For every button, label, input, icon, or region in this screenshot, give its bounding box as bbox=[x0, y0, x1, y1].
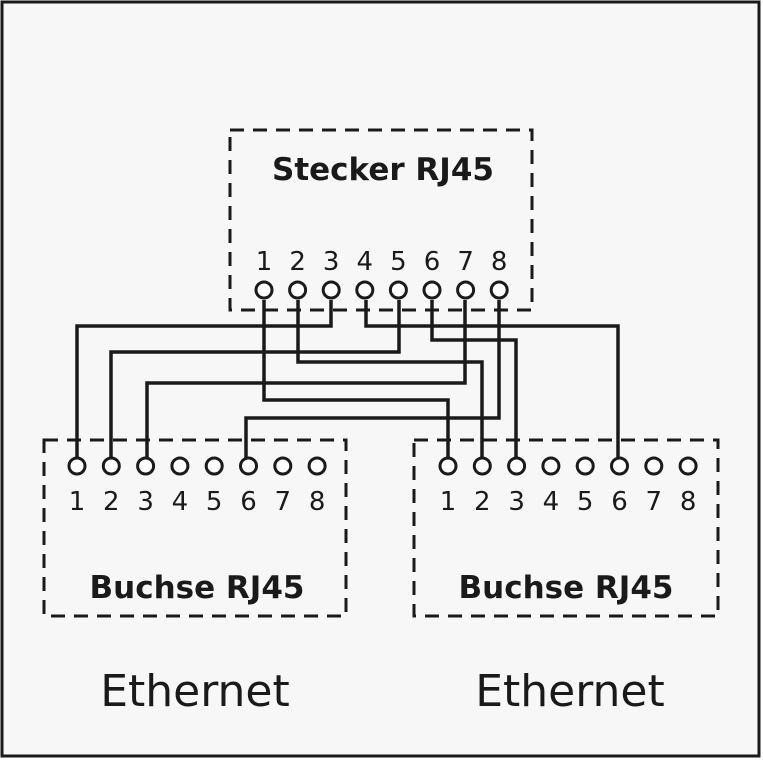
left-pin-8-contact bbox=[307, 456, 327, 476]
wire-plug3-left1 bbox=[75, 300, 333, 458]
plug-pin-7-contact bbox=[456, 280, 476, 300]
plug-pin-2-number: 2 bbox=[289, 247, 306, 277]
plug-pin-6-number: 6 bbox=[424, 247, 441, 277]
plug-pin-4-contact bbox=[355, 280, 375, 300]
left-pin-2-contact bbox=[101, 456, 121, 476]
right-pin-2-number: 2 bbox=[474, 487, 491, 517]
left-pin-1-number: 1 bbox=[69, 487, 86, 517]
left-pin-5-number: 5 bbox=[206, 487, 223, 517]
socket-right-box: Buchse RJ45 bbox=[412, 438, 720, 618]
plug-pin-3-number: 3 bbox=[323, 247, 340, 277]
right-pin-6-number: 6 bbox=[611, 487, 628, 517]
plug-pin-1-number: 1 bbox=[256, 247, 273, 277]
plug-pin-8-contact bbox=[489, 280, 509, 300]
socket-left-outline bbox=[42, 438, 348, 618]
left-pin-5-contact bbox=[204, 456, 224, 476]
right-pin-4-number: 4 bbox=[543, 487, 560, 517]
right-pin-3-number: 3 bbox=[508, 487, 525, 517]
wiring bbox=[75, 300, 620, 458]
right-pin-5-contact bbox=[575, 456, 595, 476]
left-pin-6-contact bbox=[239, 456, 258, 476]
wire-plug4-right6 bbox=[364, 300, 620, 458]
socket-left-label: Buchse RJ45 bbox=[90, 570, 305, 606]
plug-pin-2-contact bbox=[288, 280, 308, 300]
right-pin-5-number: 5 bbox=[577, 487, 594, 517]
plug-label: Stecker RJ45 bbox=[272, 152, 494, 188]
right-pin-4-contact bbox=[541, 456, 561, 476]
left-pin-1-contact bbox=[67, 456, 87, 476]
socket-right-label: Buchse RJ45 bbox=[459, 570, 674, 606]
right-pin-1-number: 1 bbox=[440, 487, 457, 517]
plug-pin-4-number: 4 bbox=[357, 247, 374, 277]
right-pin-1-contact bbox=[438, 456, 458, 476]
right-pin-8-number: 8 bbox=[680, 487, 697, 517]
left-pin-3-contact bbox=[136, 456, 156, 476]
plug-pin-6-contact bbox=[422, 280, 442, 300]
plug-pin-7-number: 7 bbox=[457, 247, 474, 277]
left-pin-2-number: 2 bbox=[103, 487, 120, 517]
plug-pin-1-contact bbox=[254, 280, 274, 300]
wire-plug5-left2 bbox=[109, 300, 401, 458]
plug-pin-5-contact bbox=[388, 280, 408, 300]
right-pin-8-contact bbox=[678, 456, 698, 476]
left-pin-4-number: 4 bbox=[172, 487, 189, 517]
right-pin-2-contact bbox=[472, 456, 492, 476]
plug-outline bbox=[228, 128, 534, 312]
footer-right-ethernet: Ethernet bbox=[475, 666, 665, 717]
left-pin-7-number: 7 bbox=[275, 487, 292, 517]
wire-plug8-left6 bbox=[244, 300, 501, 458]
left-pin-7-contact bbox=[273, 456, 293, 476]
left-pin-6-number: 6 bbox=[240, 487, 257, 517]
plug-box: Stecker RJ45 bbox=[228, 128, 534, 312]
plug-pin-3-contact bbox=[321, 280, 341, 300]
wire-plug1-right1 bbox=[262, 300, 450, 458]
wire-plug6-right3 bbox=[430, 300, 518, 458]
socket-left-box: Buchse RJ45 bbox=[42, 438, 348, 618]
socket-right-outline bbox=[412, 438, 720, 618]
footer-left-ethernet: Ethernet bbox=[100, 666, 290, 717]
right-pin-6-contact bbox=[610, 456, 629, 476]
left-pin-3-number: 3 bbox=[137, 487, 154, 517]
wire-plug2-right2 bbox=[296, 300, 484, 458]
right-pin-7-number: 7 bbox=[646, 487, 663, 517]
left-pin-4-contact bbox=[170, 456, 190, 476]
wire-plug7-left3 bbox=[145, 300, 467, 458]
right-pin-3-contact bbox=[507, 456, 527, 476]
left-pin-8-number: 8 bbox=[309, 487, 326, 517]
right-pin-7-contact bbox=[644, 456, 664, 476]
plug-pin-8-number: 8 bbox=[491, 247, 508, 277]
plug-pin-5-number: 5 bbox=[390, 247, 407, 277]
